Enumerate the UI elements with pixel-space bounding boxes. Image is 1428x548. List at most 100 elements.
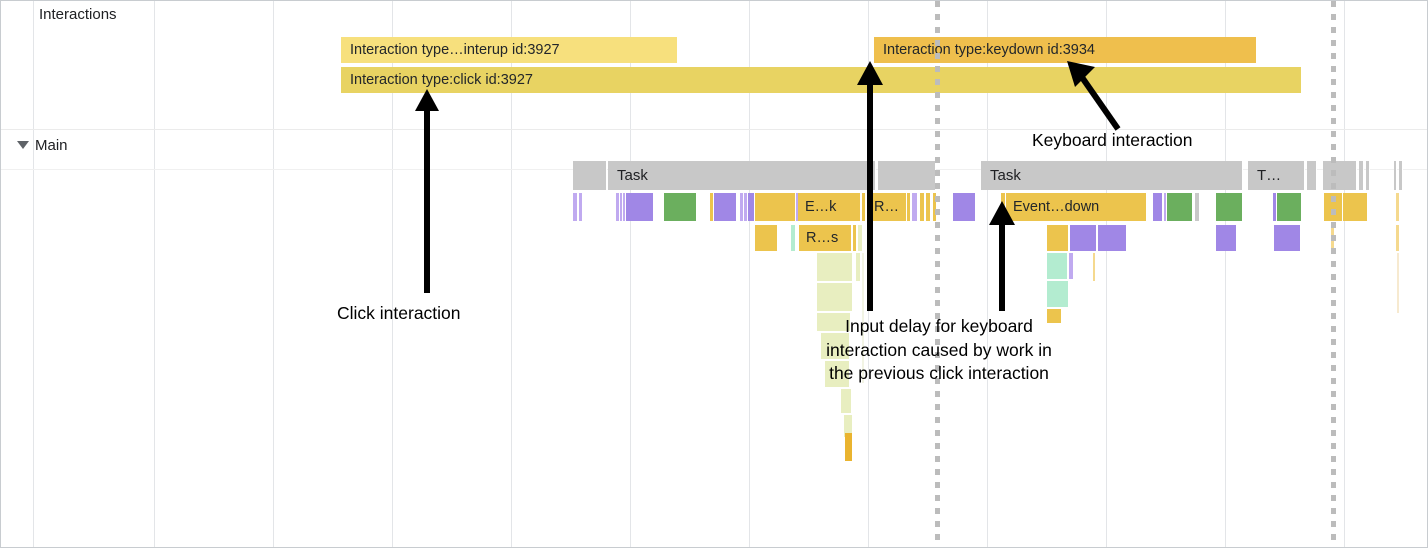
flame-bar[interactable] bbox=[907, 193, 910, 221]
task-bar[interactable] bbox=[1399, 161, 1403, 190]
flame-bar[interactable] bbox=[755, 193, 795, 221]
task-bar[interactable] bbox=[1359, 161, 1364, 190]
track-title-main[interactable]: Main bbox=[17, 137, 68, 154]
event-keydown-bar[interactable]: Event…down bbox=[1006, 193, 1146, 221]
flame-bar[interactable] bbox=[1167, 193, 1192, 221]
flame-bar[interactable] bbox=[744, 193, 747, 221]
interaction-click-bar[interactable]: Interaction type:click id:3927 bbox=[341, 67, 1301, 93]
flame-bar[interactable] bbox=[616, 193, 619, 221]
gridline bbox=[154, 1, 155, 547]
flame-bar[interactable] bbox=[620, 193, 622, 221]
flame-bar[interactable] bbox=[845, 433, 852, 461]
flame-bar[interactable] bbox=[1047, 253, 1067, 279]
flame-bar[interactable] bbox=[926, 193, 930, 221]
flame-bar[interactable] bbox=[1164, 193, 1166, 221]
gridline bbox=[511, 1, 512, 547]
task-bar[interactable] bbox=[1323, 161, 1357, 190]
arrow-input-delay-left bbox=[857, 61, 883, 311]
gridline bbox=[1106, 1, 1107, 547]
flame-bar[interactable] bbox=[1047, 225, 1068, 251]
track-title-interactions[interactable]: Interactions bbox=[39, 6, 117, 23]
flame-bar[interactable] bbox=[862, 193, 865, 221]
flame-bar[interactable] bbox=[573, 193, 577, 221]
gridline bbox=[749, 1, 750, 547]
annotation-input-delay: Input delay for keyboard interaction cau… bbox=[826, 316, 1052, 384]
flame-bar[interactable] bbox=[748, 193, 754, 221]
task-bar-label: Task bbox=[990, 167, 1021, 184]
flame-bar[interactable] bbox=[1274, 225, 1300, 251]
task-bar-label: T… bbox=[1257, 167, 1282, 184]
gridline bbox=[1225, 1, 1226, 547]
flame-bar[interactable] bbox=[912, 193, 917, 221]
flame-bar[interactable] bbox=[791, 225, 795, 251]
flame-bar[interactable] bbox=[1153, 193, 1162, 221]
flame-bar[interactable] bbox=[579, 193, 582, 221]
flame-bar[interactable] bbox=[1216, 193, 1242, 221]
marker-line[interactable] bbox=[1331, 1, 1336, 547]
flame-bar[interactable] bbox=[626, 193, 653, 221]
flame-bar[interactable] bbox=[1396, 193, 1399, 221]
flame-bar[interactable] bbox=[844, 415, 852, 437]
flame-bar[interactable] bbox=[1069, 253, 1073, 279]
gridline bbox=[1344, 1, 1345, 547]
annotation-click-interaction: Click interaction bbox=[337, 303, 461, 323]
flame-bar[interactable] bbox=[623, 193, 625, 221]
flame-bar[interactable] bbox=[1047, 309, 1061, 323]
flame-bar[interactable] bbox=[1343, 193, 1367, 221]
run-bar-1[interactable]: R… bbox=[867, 193, 906, 221]
flame-bar[interactable] bbox=[1070, 225, 1096, 251]
flame-bar[interactable] bbox=[755, 225, 777, 251]
flame-bar[interactable] bbox=[1093, 253, 1095, 281]
task-bar[interactable]: Task bbox=[981, 161, 1243, 190]
track-label: Main bbox=[35, 137, 68, 154]
flame-bar[interactable] bbox=[664, 193, 696, 221]
flame-bar[interactable] bbox=[1195, 193, 1199, 221]
flame-bar[interactable] bbox=[817, 283, 852, 311]
flame-bar[interactable] bbox=[920, 193, 924, 221]
task-bar[interactable] bbox=[1307, 161, 1317, 190]
marker-line[interactable] bbox=[935, 1, 940, 547]
flame-bar[interactable] bbox=[1047, 281, 1068, 307]
flame-bar[interactable] bbox=[740, 193, 743, 221]
interaction-pointer-bar[interactable]: Interaction type…interup id:3927 bbox=[341, 37, 677, 63]
flame-bar[interactable] bbox=[856, 253, 860, 281]
task-bar[interactable] bbox=[878, 161, 936, 190]
arrow-keyboard-interaction bbox=[1067, 61, 1121, 131]
task-bar-label: Task bbox=[617, 167, 648, 184]
flame-bar[interactable] bbox=[710, 193, 713, 221]
flame-bar[interactable] bbox=[825, 361, 849, 387]
flame-bar[interactable] bbox=[953, 193, 975, 221]
gridline bbox=[33, 1, 34, 547]
task-bar[interactable]: Task bbox=[608, 161, 869, 190]
flame-bar[interactable] bbox=[1277, 193, 1301, 221]
flame-bar[interactable] bbox=[858, 225, 862, 251]
triangle-down-icon[interactable] bbox=[17, 141, 29, 150]
event-bar-k[interactable]: E…k bbox=[798, 193, 860, 221]
task-bar[interactable] bbox=[1366, 161, 1370, 190]
task-bar[interactable]: T… bbox=[1248, 161, 1305, 190]
flame-bar[interactable] bbox=[853, 225, 856, 251]
task-bar[interactable] bbox=[1394, 161, 1397, 190]
gridline bbox=[987, 1, 988, 547]
flame-bar[interactable] bbox=[817, 313, 850, 331]
flame-bar[interactable] bbox=[1397, 253, 1399, 313]
task-bar[interactable] bbox=[573, 161, 607, 190]
flame-bar[interactable] bbox=[821, 333, 849, 359]
flame-bar[interactable] bbox=[841, 389, 851, 413]
arrow-click-interaction bbox=[415, 89, 439, 293]
run-bar-s[interactable]: R…s bbox=[799, 225, 851, 251]
flame-bar[interactable] bbox=[817, 253, 852, 281]
flame-bar[interactable] bbox=[933, 193, 936, 221]
flame-bar[interactable] bbox=[1396, 225, 1399, 251]
flame-bar[interactable] bbox=[714, 193, 736, 221]
gridline bbox=[630, 1, 631, 547]
track-label: Interactions bbox=[39, 6, 117, 23]
gridline bbox=[273, 1, 274, 547]
flame-bar[interactable] bbox=[1273, 193, 1276, 221]
gridline bbox=[392, 1, 393, 547]
flame-bar[interactable] bbox=[1216, 225, 1236, 251]
flame-bar[interactable] bbox=[862, 253, 864, 383]
flame-bar[interactable] bbox=[1098, 225, 1126, 251]
